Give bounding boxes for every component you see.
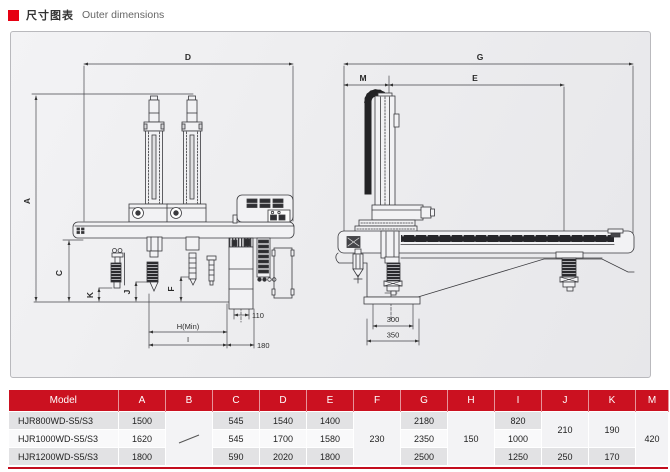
model-cell: HJR800WD-S5/S3 [8,411,119,430]
dimensions-table: Model A B C D E F G H I J K M HJR800WD-S… [8,390,669,466]
dim-label-g: G [477,52,484,62]
table-cell: 2180 [400,411,448,430]
dimension-drawings: D A C K J F H(Min) I 110 180 [22,52,635,350]
column-header-model: Model [8,390,119,412]
table-row: HJR800WD-S5/S3 1500 545 1540 1400 230 21… [8,411,669,466]
table-cell: 2350 [400,429,448,448]
column-header-m: M [635,390,669,412]
page-header: 尺寸图表 Outer dimensions [8,6,164,24]
column-header-j: J [541,390,589,412]
table-cell-h-merged: 150 [447,411,495,466]
dim-label-300: 300 [387,315,400,324]
column-header-c: C [212,390,260,412]
column-header-g: G [400,390,448,412]
table-cell: 250 [541,447,589,466]
table-cell: 1800 [118,447,166,466]
column-header-f: F [353,390,401,412]
column-header-e: E [306,390,354,412]
table-cell: 1540 [259,411,307,430]
table-cell: 1620 [118,429,166,448]
dim-label-d: D [185,52,191,62]
table-cell: 1400 [306,411,354,430]
side-view-drawing: G M E 300 350 [335,52,635,346]
column-header-h: H [447,390,495,412]
table-cell: 1580 [306,429,354,448]
table-cell: 1700 [259,429,307,448]
table-cell: 820 [494,411,542,430]
table-cell: 590 [212,447,260,466]
table-cell: 545 [212,411,260,430]
table-cell: 1250 [494,447,542,466]
model-cell: HJR1000WD-S5/S3 [8,429,119,448]
column-header-b: B [165,390,213,412]
table-cell-f-merged: 230 [353,411,401,466]
dim-label-110: 110 [252,311,264,320]
dim-label-a: A [22,198,32,204]
dim-label-k: K [85,291,95,298]
table-row: HJR1200WD-S5/S3 1800 590 2020 1800 2500 … [8,447,669,466]
dim-label-f: F [166,286,176,291]
dim-label-e: E [472,73,478,83]
table-header-row: Model A B C D E F G H I J K M [8,390,669,412]
dim-label-h-min: H(Min) [177,322,200,331]
dim-label-j: J [122,289,132,294]
dim-label-m: M [359,73,366,83]
front-view-drawing: D A C K J F H(Min) I 110 180 [22,52,295,350]
page-title-zh: 尺寸图表 [26,10,74,22]
table-cell-j-merged: 210 [541,411,589,448]
table-cell-b-merged [165,411,213,466]
table-cell: 2020 [259,447,307,466]
table-row: HJR1000WD-S5/S3 1620 545 1700 1580 2350 … [8,429,669,448]
dim-label-350: 350 [387,331,400,340]
column-header-a: A [118,390,166,412]
column-header-i: I [494,390,542,412]
table-cell: 1800 [306,447,354,466]
table-red-underline [8,467,668,469]
model-cell: HJR1200WD-S5/S3 [8,447,119,466]
dim-label-180: 180 [257,341,270,350]
table-cell-k-merged: 190 [588,411,636,448]
table-cell: 1500 [118,411,166,430]
table-cell: 545 [212,429,260,448]
dim-label-c: C [54,270,64,276]
table-cell: 170 [588,447,636,466]
spec-table-section: Model A B C D E F G H I J K M HJR800WD-S… [8,390,669,469]
red-bullet-icon [8,9,19,21]
table-cell-m-merged: 420 [635,411,669,466]
outer-dimensions-panel: D A C K J F H(Min) I 110 180 [10,31,651,378]
dim-label-i: I [187,335,189,344]
column-header-k: K [588,390,636,412]
table-cell: 1000 [494,429,542,448]
diagonal-slash-mark [178,434,200,443]
column-header-d: D [259,390,307,412]
table-cell: 2500 [400,447,448,466]
page-title-en: Outer dimensions [82,9,165,21]
